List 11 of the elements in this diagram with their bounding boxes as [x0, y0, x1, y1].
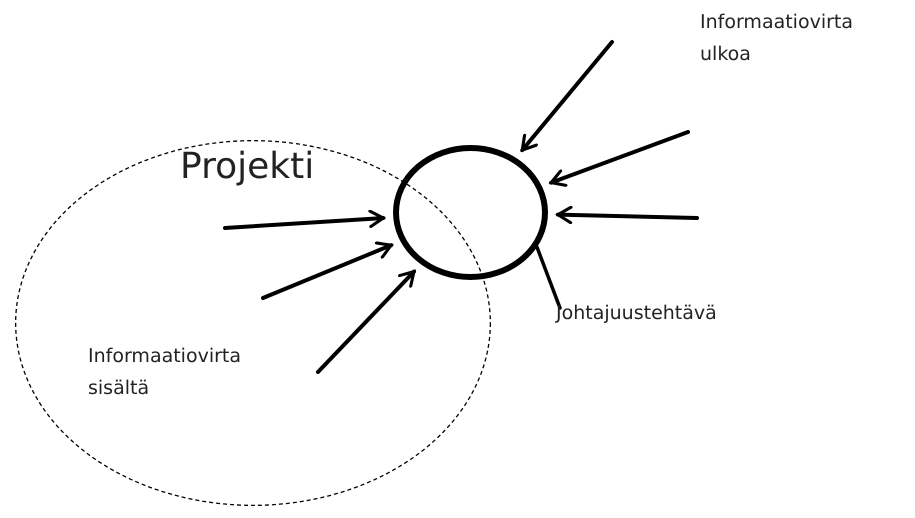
flow-label: Informaatiovirta sisältä: [88, 344, 242, 401]
arrow: [520, 40, 614, 152]
arrow: [549, 130, 690, 187]
arrow: [556, 206, 699, 224]
flow-label: Informaatiovirta ulkoa: [700, 10, 854, 67]
arrow: [316, 270, 416, 374]
role-label: Johtajuustehtävä: [556, 302, 717, 324]
leader-line: [535, 245, 562, 310]
project-title: Projekti: [180, 146, 314, 187]
arrow: [261, 241, 394, 300]
arrow: [223, 210, 386, 230]
